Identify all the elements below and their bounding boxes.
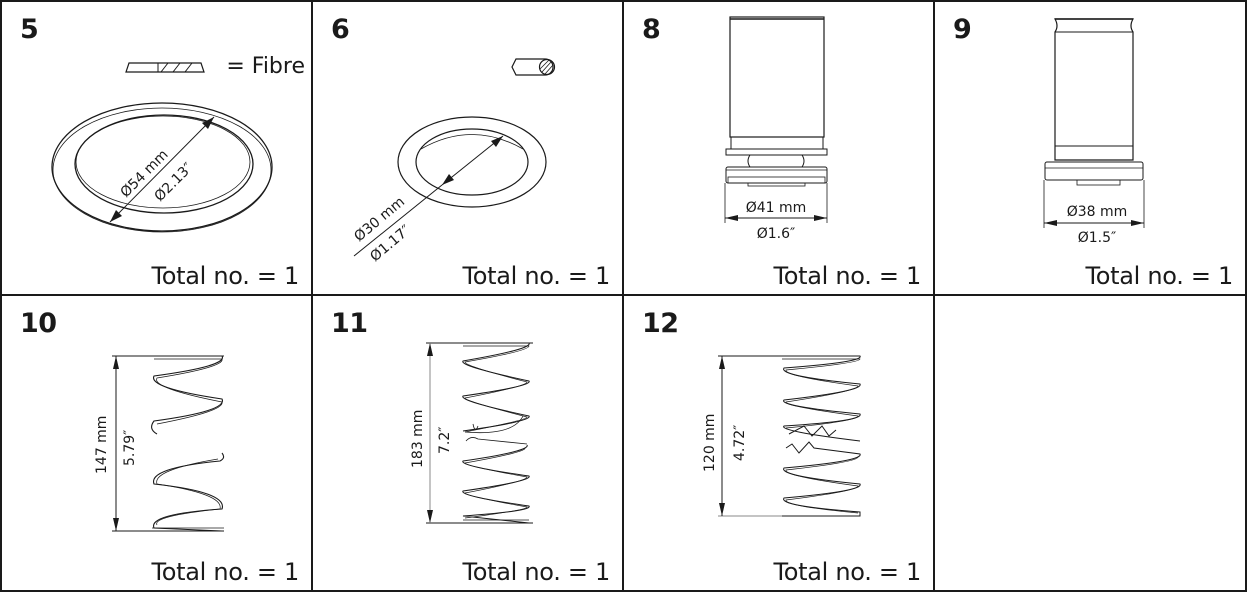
dimension-inch: 4.72″ (732, 425, 748, 461)
dimension-mm: 120 mm (702, 414, 718, 472)
total-count: Total no. = 1 (773, 558, 921, 586)
panel-5: 5 = Fibre Ø54 mm Ø2.13″ Total no. = 1 (2, 2, 313, 296)
total-count: Total no. = 1 (151, 262, 299, 290)
part-number: 8 (642, 14, 661, 45)
gasket-drawing-icon (51, 102, 273, 233)
total-count: Total no. = 1 (151, 558, 299, 586)
dimension-mm: Ø38 mm (1067, 204, 1128, 220)
dimension-mm: 147 mm (94, 416, 110, 474)
o-ring-cross-section-icon (511, 58, 556, 76)
dimension-inch: Ø1.6″ (757, 226, 796, 242)
panel-empty (935, 296, 1245, 590)
total-count: Total no. = 1 (1085, 262, 1233, 290)
part-number: 10 (20, 308, 57, 339)
part-number: 6 (331, 14, 350, 45)
panel-8: 8 Ø41 mm Ø1.6″ Total no. = 1 (624, 2, 935, 296)
part-number: 11 (331, 308, 368, 339)
panel-11: 11 183 mm 7.2″ Total no. = 1 (313, 296, 624, 590)
panel-6: 6 Ø30 mm Ø1.17″ Total no. = 1 (313, 2, 624, 296)
spring-drawing-icon: 120 mm 4.72″ (702, 355, 861, 517)
spring-drawing-icon: 147 mm 5.79″ (94, 355, 225, 532)
dimension-mm: Ø41 mm (746, 200, 807, 216)
dimension-inch: 7.2″ (437, 427, 453, 455)
panel-12: 12 120 mm 4.72″ Total no. = 1 (624, 296, 935, 590)
total-count: Total no. = 1 (462, 262, 610, 290)
total-count: Total no. = 1 (773, 262, 921, 290)
dimension-inch: 5.79″ (122, 430, 138, 466)
part-number: 9 (953, 14, 972, 45)
dimension-mm: 183 mm (410, 410, 426, 468)
fibre-legend-icon (125, 62, 205, 73)
spring-drawing-icon: 183 mm 7.2″ (410, 342, 533, 524)
dimension-inch: Ø1.5″ (1078, 230, 1117, 246)
total-count: Total no. = 1 (462, 558, 610, 586)
panel-9: 9 Ø38 mm Ø1.5″ Total no. = 1 (935, 2, 1245, 296)
piston-drawing-icon: Ø41 mm Ø1.6″ (724, 16, 828, 242)
part-number: 5 (20, 14, 39, 45)
panel-10: 10 147 mm 5.79″ Total no. = 1 (2, 296, 313, 590)
piston-drawing-icon: Ø38 mm Ø1.5″ (1043, 18, 1145, 246)
part-number: 12 (642, 308, 679, 339)
fibre-legend-label: = Fibre (226, 54, 305, 79)
o-ring-drawing-icon (353, 116, 547, 257)
